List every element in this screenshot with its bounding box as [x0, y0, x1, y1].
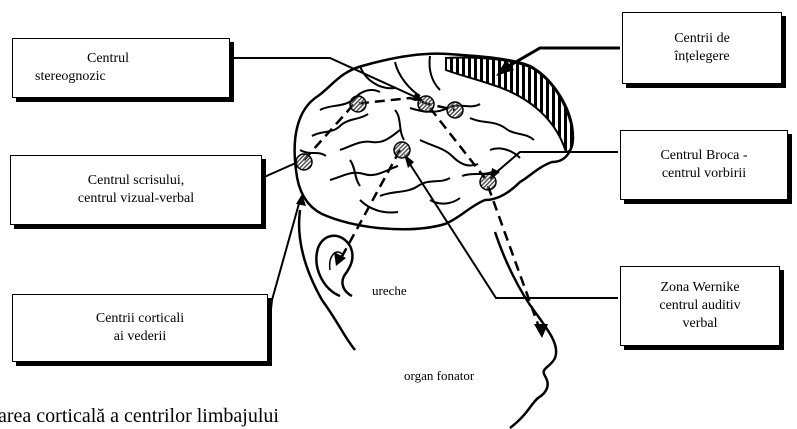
label-organ-fonator: organ fonator — [404, 368, 474, 384]
vederii-line2: ai vederii — [13, 328, 267, 346]
label-box-intelegere: Centrii de înțelegere — [622, 12, 782, 84]
broca-line1: Centrul Broca - — [621, 147, 787, 165]
dashed-broca-to-fonator — [488, 186, 540, 330]
label-box-scrisului: Centrul scrisului, centrul vizual-verbal — [10, 155, 262, 225]
ear-drawing — [316, 236, 352, 296]
stereognozic-line1: Centrul — [35, 50, 229, 68]
back-of-head — [299, 210, 355, 350]
center-scrisului — [296, 154, 312, 170]
stereognozic-line2: stereognozic — [35, 68, 229, 86]
label-box-broca: Centrul Broca - centrul vorbirii — [620, 130, 788, 200]
label-ureche: ureche — [372, 283, 407, 299]
label-box-stereognozic: Centrul stereognozic — [12, 38, 230, 98]
intelegere-line1: Centrii de — [623, 30, 781, 48]
wernicke-line3: verbal — [621, 315, 779, 333]
label-box-wernicke: Zona Wernike centrul auditiv verbal — [620, 266, 780, 346]
wernicke-line2: centrul auditiv — [621, 297, 779, 315]
center-stereo-3 — [447, 102, 463, 118]
broca-line2: centrul vorbirii — [621, 165, 787, 183]
center-broca — [480, 174, 496, 190]
center-stereo-1 — [350, 96, 366, 112]
intelegere-line2: înțelegere — [623, 48, 781, 66]
center-stereo-2 — [418, 96, 434, 112]
scrisului-line1: Centrul scrisului, — [11, 172, 261, 190]
figure-caption: area corticală a centrilor limbajului — [0, 405, 279, 428]
face-profile — [495, 232, 556, 428]
pointer-scrisului — [262, 162, 298, 178]
pointer-vederii — [270, 200, 300, 318]
vederii-line1: Centrii corticali — [13, 310, 267, 328]
center-wernicke — [394, 142, 410, 158]
wernicke-line1: Zona Wernike — [621, 279, 779, 297]
scrisului-line2: centrul vizual-verbal — [11, 190, 261, 208]
label-box-vederii: Centrii corticali ai vederii — [12, 294, 268, 362]
